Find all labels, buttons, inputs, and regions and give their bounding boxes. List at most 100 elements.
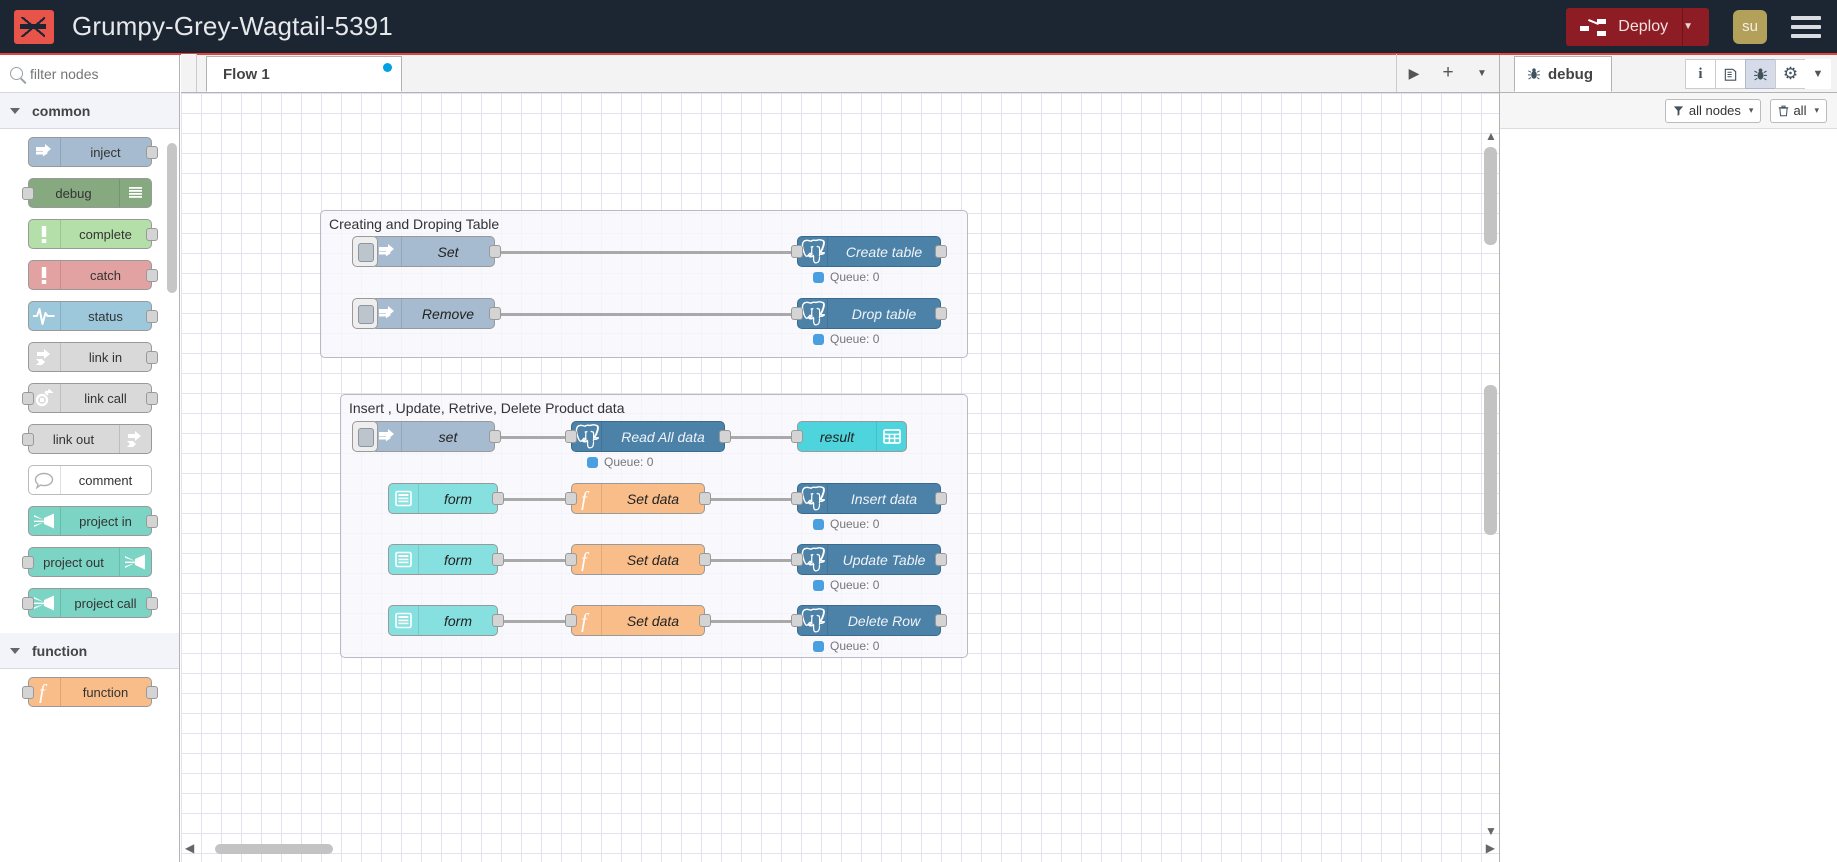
wire-8[interactable]	[498, 620, 571, 623]
node-output-port[interactable]	[145, 310, 158, 323]
filter-nodes-button[interactable]: all nodes ▾	[1664, 98, 1762, 123]
node-input-port[interactable]	[565, 553, 577, 566]
node-input-port[interactable]	[791, 307, 803, 320]
node-input-port[interactable]	[565, 614, 577, 627]
palette-node-status[interactable]: status	[27, 301, 158, 331]
wire-9[interactable]	[705, 620, 797, 623]
vertical-scroll-thumb[interactable]	[1484, 147, 1497, 245]
palette-node-link-in[interactable]: link in	[27, 342, 158, 372]
palette-node-project-call[interactable]: project call	[21, 588, 158, 618]
node-input-port[interactable]	[21, 187, 34, 200]
flow-node-delete-row[interactable]: Delete Row	[791, 605, 947, 636]
deploy-button[interactable]: Deploy ▼	[1566, 7, 1709, 46]
flow-node-set[interactable]: Set	[352, 236, 501, 267]
flow-node-insert-data[interactable]: Insert data	[791, 483, 947, 514]
deploy-dropdown-caret[interactable]: ▼	[1683, 21, 1693, 32]
node-input-port[interactable]	[21, 433, 34, 446]
flow-node-remove[interactable]: Remove	[352, 298, 501, 329]
node-input-port[interactable]	[21, 556, 34, 569]
play-icon[interactable]: ▶	[1408, 64, 1420, 81]
wire-5[interactable]	[705, 498, 797, 501]
node-input-port[interactable]	[21, 597, 34, 610]
scroll-up-icon[interactable]: ▲	[1485, 129, 1497, 143]
palette-category-function[interactable]: function	[0, 633, 179, 669]
gear-icon[interactable]: ⚙	[1775, 59, 1806, 89]
node-output-port[interactable]	[492, 553, 504, 566]
flow-node-form[interactable]: form	[388, 605, 504, 636]
wire-1[interactable]	[495, 313, 797, 316]
node-output-port[interactable]	[145, 515, 158, 528]
horizontal-scroll-thumb[interactable]	[215, 844, 333, 854]
node-output-port[interactable]	[145, 146, 158, 159]
palette-scrollbar[interactable]	[167, 143, 177, 293]
filter-nodes-input[interactable]	[30, 65, 160, 82]
inject-trigger-button[interactable]	[352, 421, 378, 452]
flow-node-set[interactable]: set	[352, 421, 501, 452]
node-input-port[interactable]	[791, 245, 803, 258]
node-output-port[interactable]	[145, 597, 158, 610]
flow-node-drop-table[interactable]: Drop table	[791, 298, 947, 329]
palette-node-complete[interactable]: complete	[27, 219, 158, 249]
wire-3[interactable]	[725, 436, 797, 439]
palette-node-project-in[interactable]: project in	[27, 506, 158, 536]
node-input-port[interactable]	[21, 392, 34, 405]
clear-debug-button[interactable]: all ▾	[1770, 98, 1827, 123]
palette-node-debug[interactable]: debug	[21, 178, 152, 208]
inject-trigger-button[interactable]	[352, 298, 378, 329]
palette-node-comment[interactable]: comment	[27, 465, 152, 495]
node-output-port[interactable]	[699, 614, 711, 627]
node-output-port[interactable]	[935, 492, 947, 505]
node-output-port[interactable]	[492, 614, 504, 627]
tab-debug[interactable]: debug	[1514, 56, 1612, 92]
node-output-port[interactable]	[145, 351, 158, 364]
node-output-port[interactable]	[145, 686, 158, 699]
node-output-port[interactable]	[699, 553, 711, 566]
wire-0[interactable]	[495, 251, 797, 254]
node-output-port[interactable]	[719, 430, 731, 443]
group-create-drop[interactable]: Creating and Droping Table	[320, 210, 968, 358]
scroll-left-icon[interactable]: ◀	[185, 841, 195, 855]
node-output-port[interactable]	[935, 614, 947, 627]
tab-flow-1[interactable]: Flow 1	[206, 56, 402, 92]
plus-icon[interactable]: +	[1442, 62, 1454, 83]
wire-7[interactable]	[705, 559, 797, 562]
node-output-port[interactable]	[699, 492, 711, 505]
flow-node-create-table[interactable]: Create table	[791, 236, 947, 267]
flow-node-update-table[interactable]: Update Table	[791, 544, 947, 575]
flow-node-read-all-data[interactable]: Read All data	[565, 421, 731, 452]
palette-node-inject[interactable]: inject	[27, 137, 158, 167]
node-output-port[interactable]	[935, 307, 947, 320]
node-output-port[interactable]	[145, 228, 158, 241]
node-output-port[interactable]	[489, 245, 501, 258]
inject-trigger-button[interactable]	[352, 236, 378, 267]
chevron-down-icon[interactable]: ▼	[1477, 67, 1487, 79]
flow-node-result[interactable]: result	[791, 421, 907, 452]
node-input-port[interactable]	[791, 553, 803, 566]
canvas-vertical-scrollbar[interactable]: ▲ ▼	[1484, 129, 1497, 838]
node-input-port[interactable]	[791, 492, 803, 505]
palette-node-link-call[interactable]: link call	[21, 383, 158, 413]
node-input-port[interactable]	[565, 430, 577, 443]
node-input-port[interactable]	[791, 430, 803, 443]
palette-node-project-out[interactable]: project out	[21, 547, 152, 577]
node-output-port[interactable]	[145, 269, 158, 282]
info-icon[interactable]: i	[1685, 59, 1716, 89]
node-output-port[interactable]	[935, 553, 947, 566]
avatar[interactable]: su	[1733, 9, 1767, 44]
node-input-port[interactable]	[21, 686, 34, 699]
node-output-port[interactable]	[492, 492, 504, 505]
scroll-right-icon[interactable]: ▶	[1485, 841, 1495, 855]
chevron-down-icon[interactable]: ▼	[1805, 59, 1831, 89]
wire-6[interactable]	[498, 559, 571, 562]
vertical-scroll-thumb-2[interactable]	[1484, 385, 1497, 535]
debug-message-list[interactable]	[1500, 165, 1837, 862]
bug-icon[interactable]	[1745, 59, 1776, 89]
node-output-port[interactable]	[489, 430, 501, 443]
node-input-port[interactable]	[791, 614, 803, 627]
hamburger-menu-icon[interactable]	[1791, 11, 1821, 43]
